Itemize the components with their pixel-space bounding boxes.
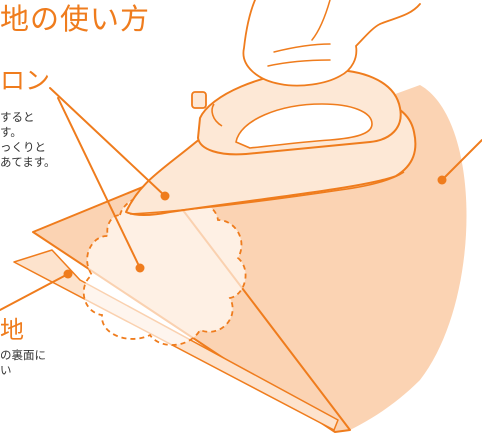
- applique-flower-icon: [82, 194, 247, 346]
- hand-icon: [242, 0, 421, 87]
- cloth-label: 地: [0, 316, 24, 344]
- leader-dot-applique: [135, 263, 145, 273]
- cloth-description: の裏面に い: [0, 348, 46, 378]
- leader-dot-iron: [160, 191, 170, 201]
- iron-description-line: すると: [0, 110, 35, 124]
- leader-lines: [0, 87, 482, 311]
- cloth-description-line: い: [0, 363, 12, 377]
- iron-description-line: す。: [0, 125, 22, 139]
- iron-description: すると す。 っくりと あてます。: [0, 110, 56, 170]
- cloth-description-line: の裏面に: [0, 348, 46, 362]
- iron-label: ロン: [0, 66, 51, 95]
- leader-dot-cloth: [63, 269, 73, 279]
- iron-description-line: あてます。: [0, 155, 56, 169]
- iron-icon: [125, 68, 417, 216]
- leader-dot-board: [437, 175, 447, 185]
- iron-description-line: っくりと: [0, 140, 46, 154]
- page-title: 地の使い方: [0, 2, 151, 36]
